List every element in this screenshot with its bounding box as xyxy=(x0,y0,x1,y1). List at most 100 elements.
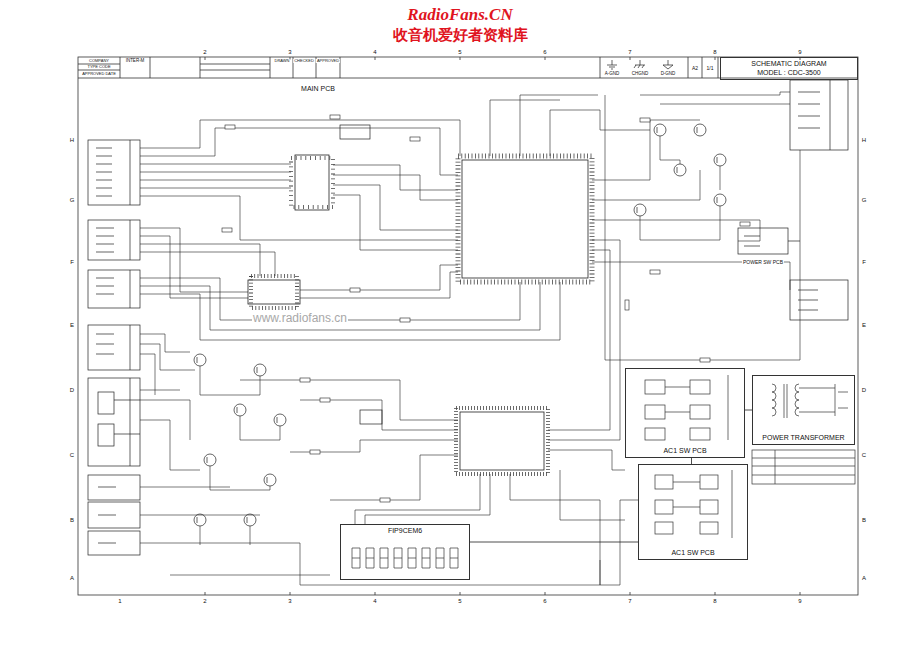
relay-symbols-part xyxy=(690,380,710,394)
transformer-symbol-part xyxy=(795,384,799,416)
connectors-part xyxy=(88,475,140,500)
wires-part xyxy=(300,265,458,298)
ic-chips-part xyxy=(462,160,588,278)
ground-name: D-GND xyxy=(660,72,677,77)
resistors xyxy=(222,115,750,502)
display-segments xyxy=(352,548,458,568)
board-name: MAIN PCB xyxy=(300,85,336,92)
resistors-part xyxy=(222,228,232,232)
transistors-part xyxy=(274,414,286,426)
grid-number: 5 xyxy=(457,598,462,604)
connectors-part xyxy=(88,270,140,308)
transistors-part xyxy=(204,454,216,466)
frame-part xyxy=(205,57,800,595)
wires-part xyxy=(170,470,638,585)
company-name: INTER-M xyxy=(125,59,146,64)
resistors-part xyxy=(380,498,390,502)
grid-letter: B xyxy=(861,517,867,523)
title-cell: COMPANY xyxy=(88,59,110,63)
ic-chips-part xyxy=(340,125,370,139)
display-box: FIP9CEM6 xyxy=(340,524,470,580)
grid-number: 6 xyxy=(542,598,547,604)
sheet-size: A2 xyxy=(691,66,699,71)
grid-number: 3 xyxy=(287,49,292,55)
wires-part xyxy=(548,240,625,470)
wires-part xyxy=(140,120,460,175)
relay-symbols-part xyxy=(700,522,718,534)
watermark: 收音机爱好者资料库 xyxy=(392,27,529,42)
relay-symbols-part xyxy=(665,375,728,440)
grid-letter: G xyxy=(69,197,76,203)
wires-part xyxy=(140,278,560,340)
watermark: RadioFans.CN xyxy=(406,6,513,23)
watermark: www.radiofans.cn xyxy=(252,312,348,324)
grid-letter: C xyxy=(861,452,867,458)
wires-part xyxy=(140,390,620,585)
grid-letter: A xyxy=(69,575,75,581)
ground-symbols xyxy=(607,60,673,69)
ic-chips-part xyxy=(458,156,592,282)
grid-letter: A xyxy=(861,575,867,581)
resistors-part xyxy=(300,378,310,382)
title-cell: APPROVED DATE xyxy=(81,72,117,76)
resistors-part xyxy=(625,300,629,310)
connectors-part xyxy=(88,140,140,205)
relay-symbols-part xyxy=(655,500,673,514)
wire-connector xyxy=(470,542,638,543)
pcb-box: AC1 SW PCB xyxy=(625,368,745,458)
node-label: SCHEMATIC DIAGRAM xyxy=(750,60,827,68)
pcb-box: AC1 SW PCB xyxy=(638,464,748,560)
frame xyxy=(78,57,858,595)
grid-number: 9 xyxy=(797,49,802,55)
grid-number: 6 xyxy=(542,49,547,55)
transformer-symbol xyxy=(752,384,855,484)
node-label: AC1 SW PCB xyxy=(670,549,715,557)
connectors xyxy=(88,80,848,555)
connectors-part xyxy=(798,80,830,150)
ic-chips xyxy=(248,125,592,474)
title-cell: TYPE CODE xyxy=(86,65,111,69)
title-block: SCHEMATIC DIAGRAMMODEL : CDC-3500 xyxy=(720,57,858,80)
ic-chips-part xyxy=(460,412,544,470)
resistors-part xyxy=(640,118,650,122)
wires-part xyxy=(140,228,275,298)
ground-symbols-part xyxy=(634,60,645,68)
frame-part xyxy=(78,57,858,595)
connectors-part xyxy=(96,270,130,308)
resistors-part xyxy=(330,115,340,119)
display-segments-part xyxy=(352,548,458,568)
resistors-part xyxy=(650,270,660,274)
wires-part xyxy=(640,136,720,240)
board-name: POWER SW PCB xyxy=(742,260,784,265)
transformer-symbol-part xyxy=(799,384,848,416)
grid-letter: D xyxy=(861,387,867,393)
title-cell: APPROVED xyxy=(316,59,340,63)
transistors-part xyxy=(194,354,206,366)
relay-symbols-part xyxy=(690,428,710,440)
connectors-part xyxy=(88,220,140,260)
relay-symbols-part xyxy=(690,405,710,419)
relay-symbols-part xyxy=(655,475,673,489)
relay-symbols-part xyxy=(645,428,665,440)
wires-part xyxy=(200,366,280,545)
ic-chips-part xyxy=(360,410,382,424)
grid-letter: F xyxy=(861,259,867,265)
ic-chips-part xyxy=(251,276,297,308)
relay-symbols-part xyxy=(673,470,732,538)
resistors-part xyxy=(320,398,330,402)
transformer-symbol-part xyxy=(752,450,855,484)
resistors-part xyxy=(410,137,420,141)
transistors-part xyxy=(694,124,706,136)
relay-symbols-part xyxy=(700,475,718,489)
ic-chips-part xyxy=(456,408,548,474)
node-label: POWER TRANSFORMER xyxy=(761,434,845,442)
relay-symbols-part xyxy=(700,500,718,514)
grid-number: 8 xyxy=(712,598,717,604)
transistors-part xyxy=(634,204,646,216)
wires-part xyxy=(140,164,458,240)
ic-chips-part xyxy=(295,155,329,210)
connectors-part xyxy=(88,325,140,370)
resistors-part xyxy=(740,222,750,226)
